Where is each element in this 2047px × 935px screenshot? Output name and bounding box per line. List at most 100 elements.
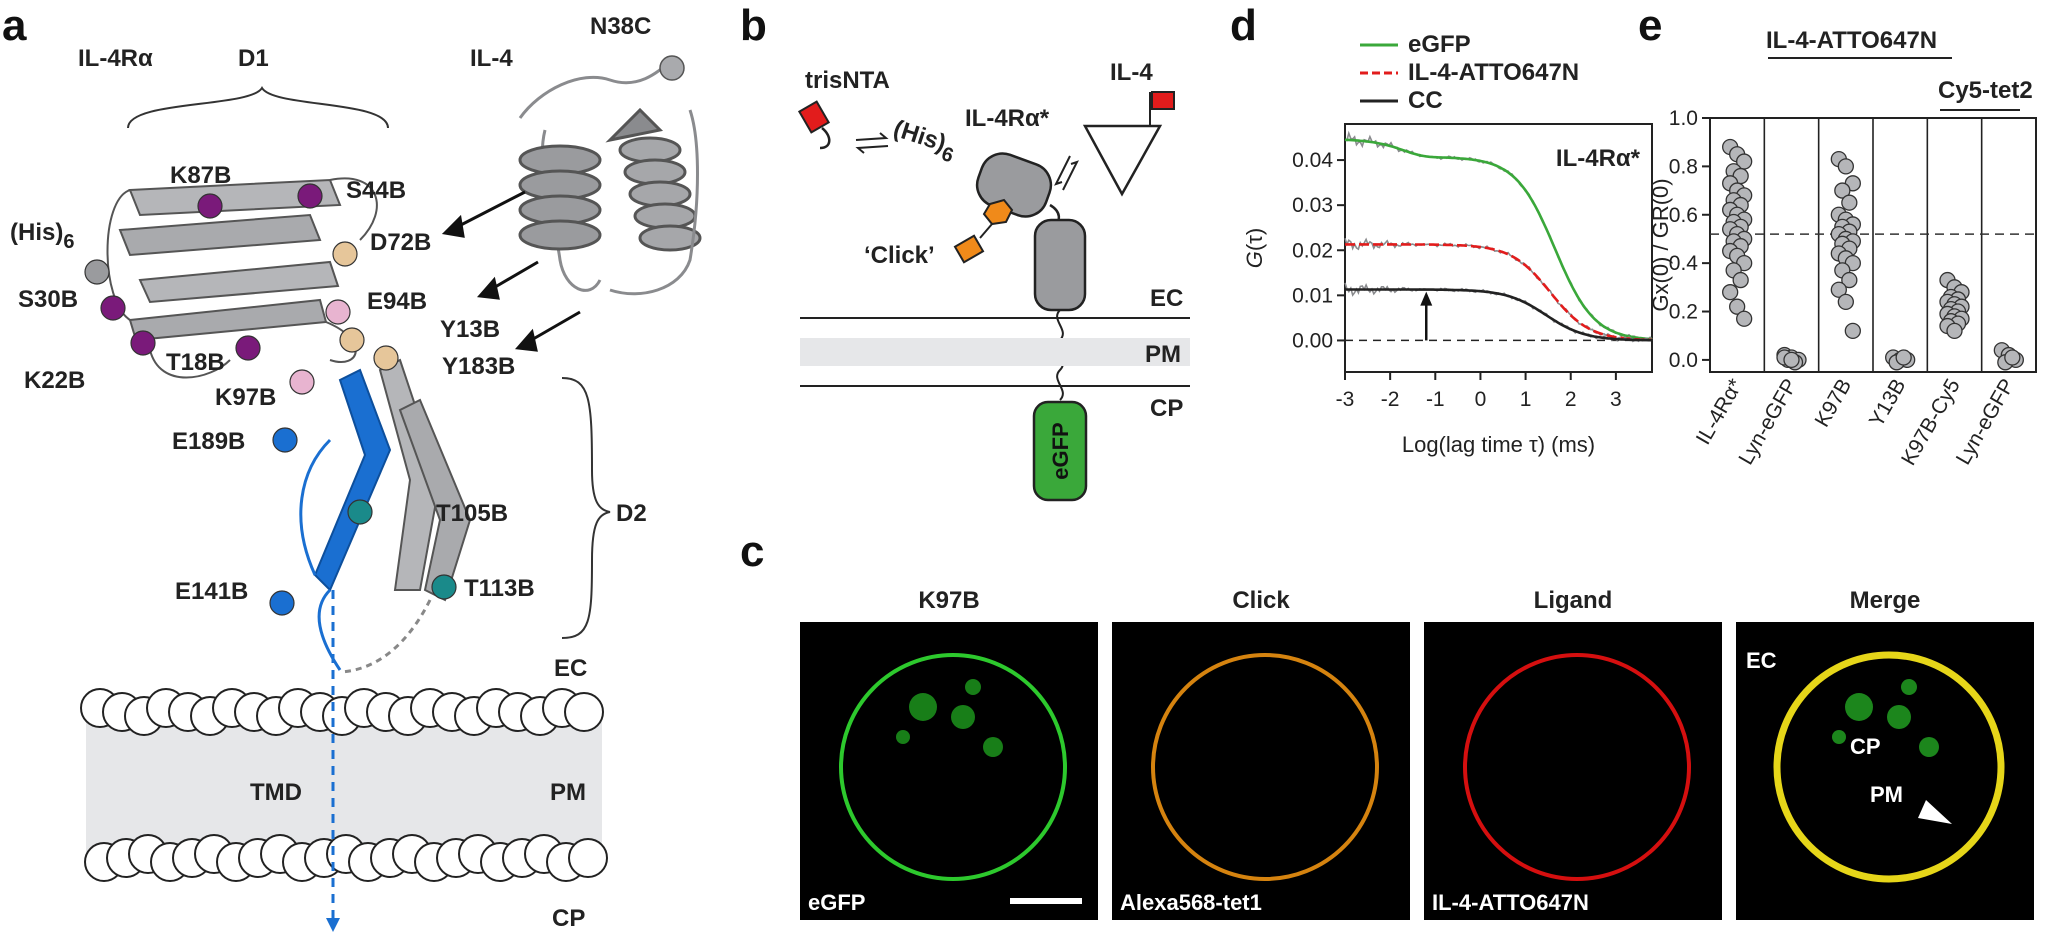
- cell-membrane-ring: [1773, 651, 2005, 883]
- data-point: [1844, 322, 1861, 340]
- residue-label-t113b: T113B: [464, 575, 535, 602]
- tmd-label: TMD: [250, 779, 302, 806]
- egfp-label-b: eGFP: [1048, 422, 1073, 479]
- merge-label: PM: [1870, 782, 1903, 807]
- y-tick-label: 0.04: [1292, 149, 1333, 172]
- micrograph-title: Merge: [1850, 587, 1921, 614]
- intracellular-spot: [909, 693, 937, 721]
- intracellular-spot: [1887, 705, 1911, 729]
- residue-label-e94b: E94B: [367, 288, 427, 315]
- merge-label: CP: [1850, 734, 1881, 759]
- lipid-head-inner: [568, 838, 608, 878]
- pm-label-b: PM: [1145, 341, 1181, 368]
- intracellular-spot: [983, 737, 1003, 757]
- cc-arrowhead: [1420, 291, 1433, 306]
- residue-label-e141b: E141B: [175, 578, 248, 605]
- residue-label-s44b: S44B: [346, 177, 406, 204]
- cell-membrane-ring: [1463, 653, 1691, 881]
- residue-spheres: [84, 183, 457, 616]
- micrograph-panels: K97BeGFPClickAlexa568-tet1LigandIL-4-ATT…: [800, 587, 2034, 920]
- y-tick-label-e: 0.8: [1669, 155, 1698, 178]
- residue-label-t18b: T18B: [166, 349, 225, 376]
- y-tick-label: 0.03: [1292, 194, 1333, 217]
- legend-label: eGFP: [1408, 31, 1471, 58]
- data-point: [2004, 349, 2021, 366]
- data-point: [1834, 182, 1851, 199]
- ligand-label: IL-4: [470, 45, 513, 72]
- merge-label: EC: [1746, 648, 1777, 673]
- intracellular-spot: [1845, 693, 1873, 721]
- legend-label: CC: [1408, 87, 1443, 114]
- n38c-sphere: [659, 55, 685, 81]
- lipid-heads: [80, 688, 608, 882]
- residue-label-y13b: Y13B: [440, 316, 500, 343]
- y-tick-label-e: 0.2: [1669, 301, 1698, 324]
- data-point: [1732, 271, 1749, 289]
- category-label: IL-4Rα*: [1692, 375, 1748, 449]
- data-point: [1837, 158, 1854, 175]
- receptor-label-b: IL-4Rα*: [965, 105, 1050, 132]
- panel-e-top-label: IL-4-ATTO647N: [1766, 27, 1937, 54]
- x-tick-label: -3: [1336, 388, 1355, 411]
- membrane-band-b: [800, 338, 1190, 366]
- lipid-head-outer: [564, 692, 604, 732]
- x-axis-title: Log(lag time τ) (ms): [1402, 432, 1595, 457]
- fit-curve-0: [1344, 138, 1653, 341]
- x-tick-label: -1: [1426, 388, 1445, 411]
- data-point: [1783, 351, 1800, 369]
- binding-arrows: [441, 190, 581, 352]
- intracellular-spot: [1919, 737, 1939, 757]
- y-tick-label: 0.02: [1292, 239, 1333, 262]
- residue-label-y183b: Y183B: [442, 353, 515, 380]
- ligand-label-b: IL-4: [1110, 59, 1153, 86]
- panel-e-letter: e: [1638, 1, 1662, 50]
- category-label: Y13B: [1865, 375, 1911, 431]
- intracellular-spot: [965, 679, 981, 695]
- ec-label-b: EC: [1150, 285, 1183, 312]
- d2-brace: [561, 377, 611, 639]
- data-point: [1841, 194, 1858, 211]
- intracellular-spot: [1901, 679, 1917, 695]
- fit-curve-1: [1345, 243, 1653, 342]
- fit-curve-2: [1345, 288, 1652, 342]
- x-tick-label: 3: [1610, 388, 1622, 411]
- equilibrium-arrows-left: [855, 132, 889, 154]
- pm-label-a: PM: [550, 779, 586, 806]
- micrograph-image: [1736, 622, 2034, 920]
- micrograph-label: Alexa568-tet1: [1120, 890, 1262, 915]
- micrograph-label: eGFP: [808, 890, 865, 915]
- il4-ligand-icon: [1082, 91, 1175, 197]
- data-point: [1830, 281, 1847, 298]
- equilibrium-arrows-right: [1054, 155, 1079, 191]
- his-tag-label-b: (His)6: [888, 115, 960, 167]
- d1-brace: [127, 86, 389, 129]
- d2-structure: [299, 358, 472, 674]
- data-point: [1736, 310, 1753, 327]
- data-point: [1841, 271, 1858, 289]
- intracellular-spot: [951, 705, 975, 729]
- y-tick-label: 0.00: [1292, 329, 1333, 352]
- cell-membrane-ring: [1151, 653, 1379, 881]
- membrane-band-a: [86, 712, 602, 858]
- ratio-chart: 0.00.20.40.60.81.0Gx(0) / GR(0)IL-4Rα*Ly…: [1648, 107, 2037, 469]
- panel-c: c K97BeGFPClickAlexa568-tet1LigandIL-4-A…: [740, 527, 2034, 920]
- x-tick-label: -2: [1381, 388, 1400, 411]
- data-point: [1946, 322, 1963, 340]
- data-point: [1837, 293, 1854, 310]
- data-point: [1729, 298, 1746, 315]
- panel-b-letter: b: [740, 1, 767, 50]
- receptor-label: IL-4Rα: [78, 45, 153, 72]
- y-tick-label-e: 0.0: [1669, 349, 1698, 372]
- residue-label-k97b: K97B: [215, 384, 276, 411]
- receptor-cartoon: [953, 152, 1088, 502]
- trisnta-label: trisNTA: [805, 67, 890, 94]
- ec-label-a: EC: [554, 655, 587, 682]
- chart-annotation: IL-4Rα*: [1556, 145, 1641, 172]
- panel-d-letter: d: [1230, 1, 1257, 50]
- micrograph-image: [1424, 622, 1722, 920]
- il4-structure: [518, 58, 702, 296]
- data-point: [1722, 284, 1739, 301]
